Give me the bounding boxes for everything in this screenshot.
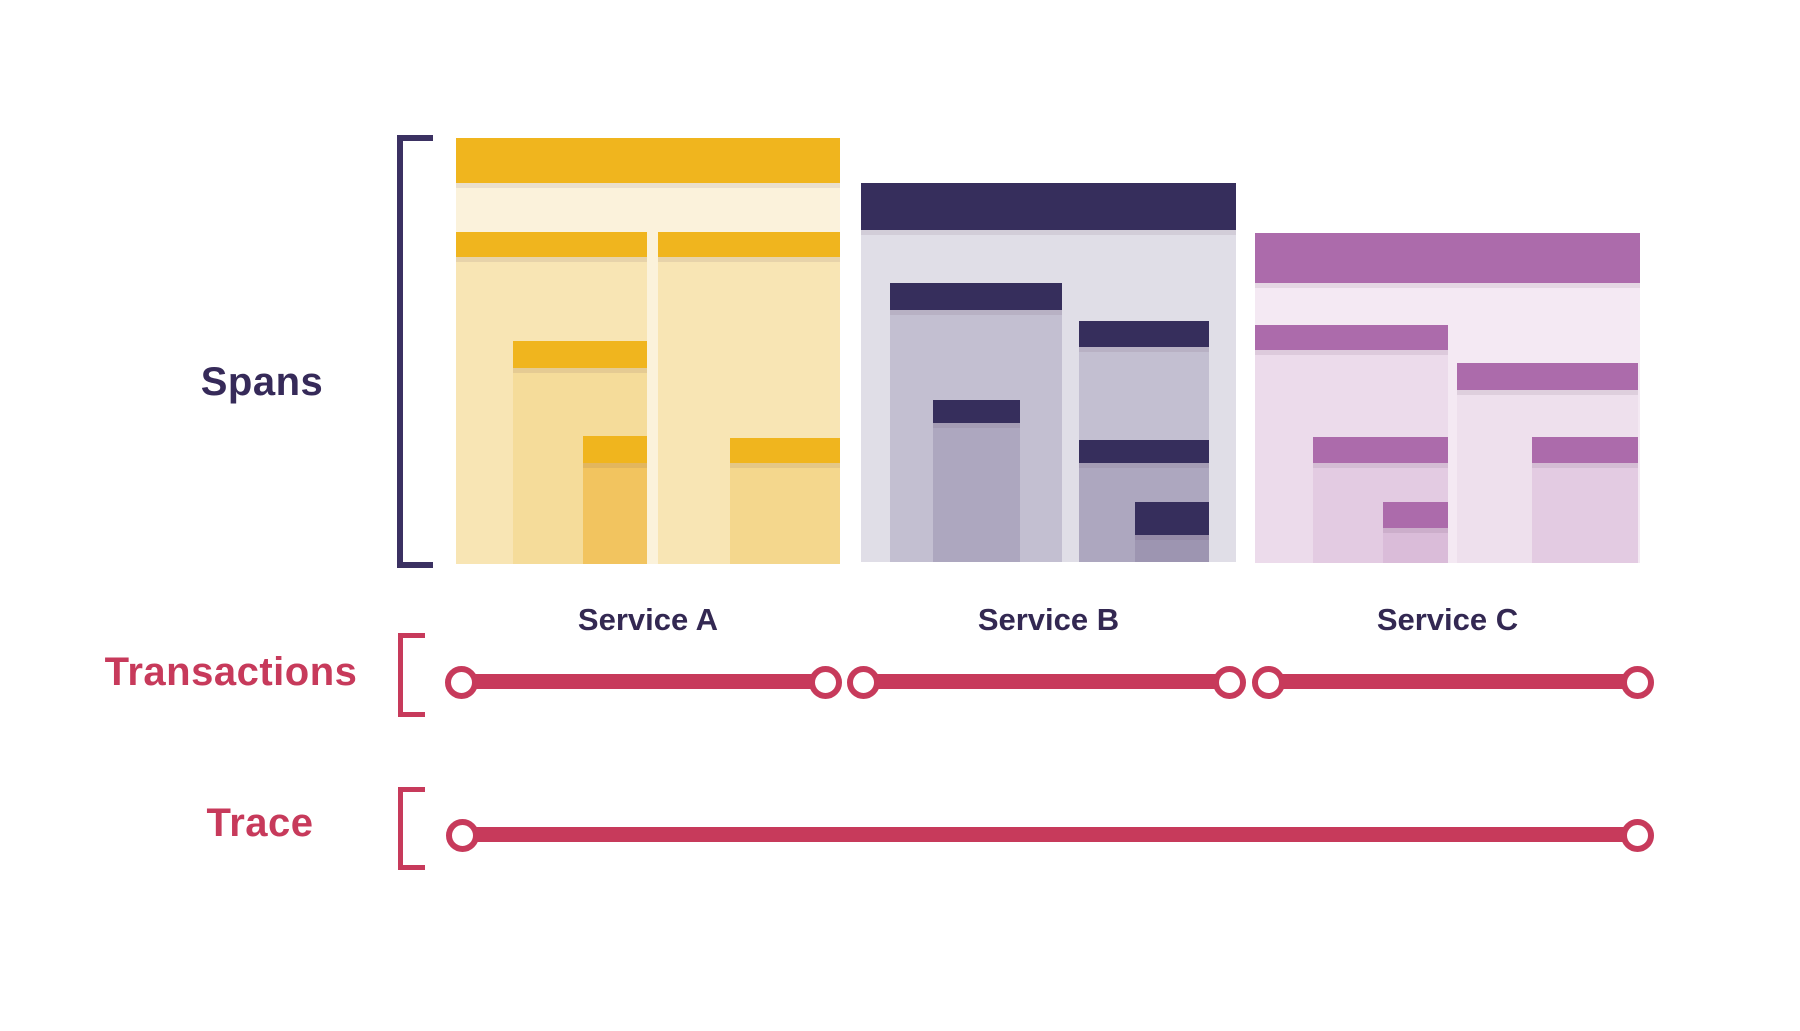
transaction-3-end-endpoint [1621,666,1654,699]
transaction-1-line [461,674,825,689]
span-bar [933,400,1020,423]
span-column [933,423,1020,562]
span-column [1383,528,1448,563]
trace-start-endpoint [446,819,479,852]
transaction-2-end-endpoint [1213,666,1246,699]
transaction-2-line [863,674,1229,689]
span-bar [513,341,647,368]
span-bar [890,283,1062,310]
span-bar [1079,321,1209,347]
trace-end-endpoint [1621,819,1654,852]
span-bar [456,232,647,257]
span-bar [1255,233,1640,283]
span-bar [583,436,647,463]
span-bar [1532,437,1638,463]
transaction-3-line [1268,674,1637,689]
transaction-1-end-endpoint [809,666,842,699]
service-b-label: Service B [977,602,1120,637]
span-bar [1313,437,1448,463]
span-bar [1383,502,1448,528]
span-bar [1135,502,1209,535]
span-column [1135,535,1209,562]
trace-line [462,827,1637,842]
spans-label: Spans [200,360,324,404]
span-bar [1457,363,1638,390]
span-column [1532,463,1638,563]
transaction-1-start-endpoint [445,666,478,699]
span-bar [1255,325,1448,350]
span-column [583,463,647,564]
transaction-3-start-endpoint [1252,666,1285,699]
span-column [730,463,840,564]
trace-label: Trace [206,801,314,845]
span-bar [658,232,840,257]
service-c-label: Service C [1376,602,1519,637]
span-bar [861,183,1236,230]
transactions-bracket [398,633,425,717]
span-bar [730,438,840,463]
service-a-label: Service A [577,602,719,637]
span-bar [1079,440,1209,463]
transactions-label: Transactions [104,650,358,694]
trace-bracket [398,787,425,870]
spans-bracket [397,135,433,568]
span-bar [456,138,840,183]
transaction-2-start-endpoint [847,666,880,699]
